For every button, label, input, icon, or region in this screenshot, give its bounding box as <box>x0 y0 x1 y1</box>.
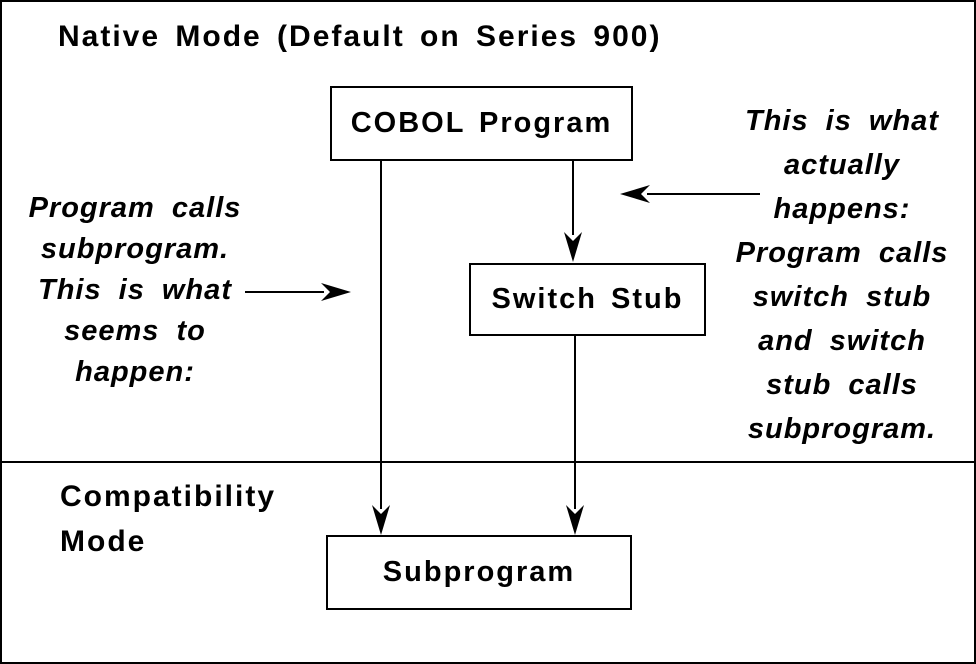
right-annotation-line: Program calls <box>735 237 949 269</box>
right-annotation-line: This is what <box>745 105 939 137</box>
right-annotation-line: actually <box>784 149 900 181</box>
arrow-switch-stub-to-subprogram-icon <box>566 336 584 535</box>
right-annotation: This is what actually happens: Program c… <box>712 99 972 451</box>
right-annotation-line: switch stub <box>752 281 932 313</box>
left-annotation-line: Program calls <box>28 192 242 224</box>
right-annotation-line: stub calls <box>766 369 918 401</box>
right-annotation-line: subprogram. <box>747 413 937 445</box>
compatibility-mode-line1: Compatibility <box>60 480 277 513</box>
subprogram-box: Subprogram <box>326 535 632 610</box>
switch-stub-box: Switch Stub <box>469 263 706 336</box>
subprogram-label: Subprogram <box>382 556 576 588</box>
right-annotation-line: happens: <box>773 193 911 225</box>
right-annotation-line: and switch <box>758 325 926 357</box>
cobol-program-box: COBOL Program <box>330 86 633 161</box>
arrow-cobol-to-subprogram-icon <box>372 161 390 535</box>
switch-stub-label: Switch Stub <box>491 283 684 315</box>
left-annotation-line: subprogram. <box>40 233 230 265</box>
compatibility-mode-title: Compatibility Mode <box>60 474 276 564</box>
left-annotation: Program calls subprogram. This is what s… <box>6 188 264 393</box>
left-annotation-line: This is what <box>38 274 232 306</box>
cobol-program-label: COBOL Program <box>350 107 613 139</box>
left-annotation-line: happen: <box>75 356 195 388</box>
compatibility-mode-line2: Mode <box>60 525 147 558</box>
arrow-cobol-to-switch-stub-icon <box>564 161 582 262</box>
native-mode-title: Native Mode (Default on Series 900) <box>58 20 662 53</box>
left-annotation-line: seems to <box>64 315 206 347</box>
